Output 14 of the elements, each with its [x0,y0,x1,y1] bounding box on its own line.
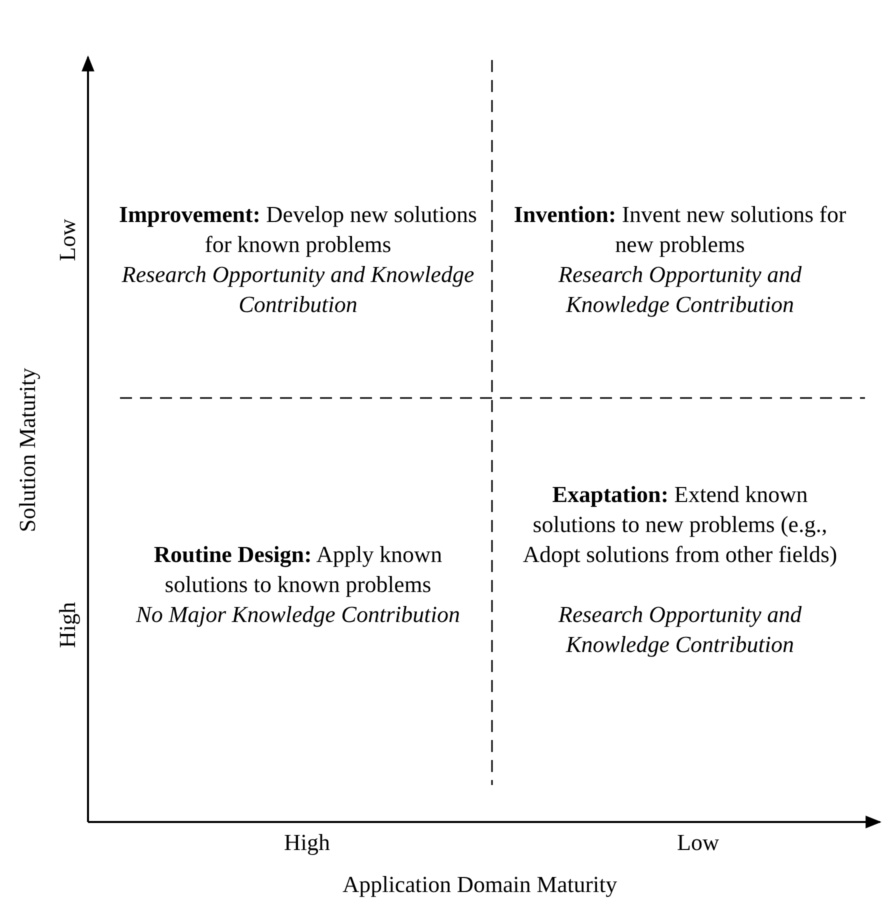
quadrant-note: No Major Knowledge Contribution [134,601,461,629]
quadrant-note: Research Opportunity and Knowledge Contribution [120,261,476,319]
axis-tick-label: Low [677,829,720,857]
quadrant-text: Improvement: Develop new solutions for known problems [118,201,478,259]
quadrant-text: Invention: Invent new solutions for new problems [512,201,848,259]
quadrant-note: Research Opportunity and Knowledge Contribution [557,601,803,659]
axis-tick-label: Low [54,218,82,262]
quadrant-text: Exaptation: Extend known solutions to new problems (e.g., Adopt solutions from other fields) [522,481,838,569]
axis-title: Solution Maturity [14,368,42,532]
quadrant-text: Routine Design: Apply known solutions to known problems [152,541,444,599]
quadrant-note: Research Opportunity and Knowledge Contribution [557,261,803,319]
axis-tick-label: High [54,602,81,648]
axis-title: Application Domain Maturity [342,871,618,899]
axis-tick-label: High [284,829,330,857]
